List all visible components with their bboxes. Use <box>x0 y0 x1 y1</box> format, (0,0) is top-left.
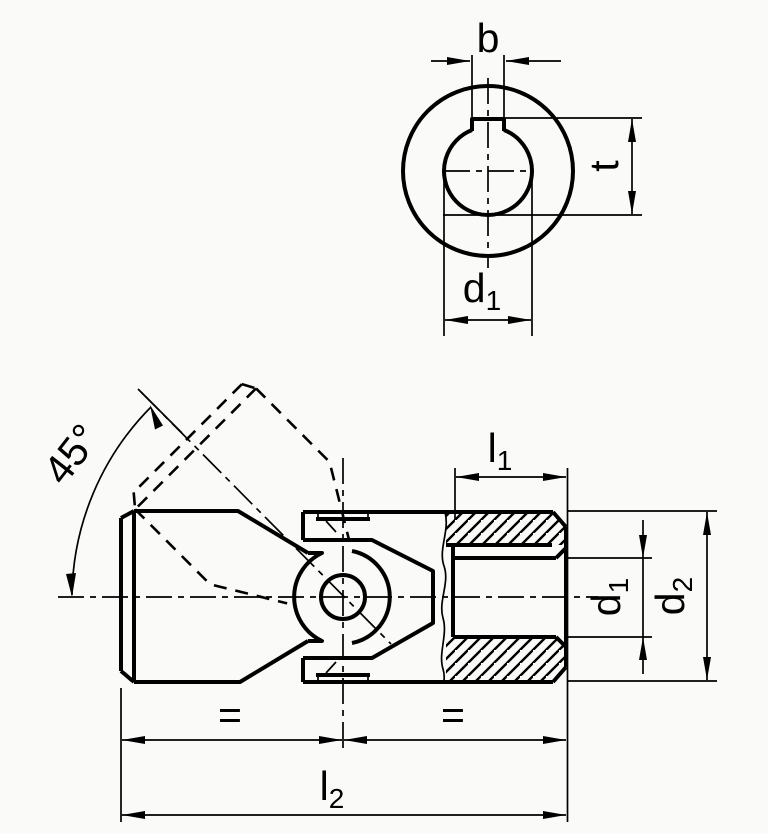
dim-equal-halves: = = <box>120 688 566 822</box>
right-yoke-slot-arc <box>351 549 392 645</box>
ear-slot-bottom <box>316 661 370 682</box>
label-l2-base: l <box>320 763 329 809</box>
side-view: 45° l1 d1 d2 <box>34 377 717 822</box>
arrowhead <box>703 512 711 535</box>
label-l2: l2 <box>320 763 345 814</box>
label-l1-base: l <box>488 425 497 471</box>
arrowhead <box>344 736 367 744</box>
arrowhead <box>122 811 145 819</box>
hub-bore <box>446 543 568 649</box>
arrowhead <box>703 657 711 680</box>
label-l1: l1 <box>488 425 513 476</box>
arrowhead <box>543 811 566 819</box>
label-d1-side-sub: 1 <box>603 578 634 594</box>
dim-l2: l2 <box>122 763 566 819</box>
arrowhead <box>639 535 647 558</box>
arrowhead <box>628 191 636 214</box>
label-45: 45° <box>34 415 108 492</box>
label-d1-side: d1 <box>583 578 634 616</box>
arrowhead <box>319 736 342 744</box>
left-yoke-jaw <box>292 551 324 643</box>
dim-t: t <box>443 117 642 216</box>
label-d1-sub: 1 <box>486 285 502 316</box>
dim-l1: l1 <box>454 425 569 822</box>
arrowhead <box>456 473 479 481</box>
keyway <box>470 117 506 131</box>
arrowhead <box>639 637 647 660</box>
label-t: t <box>581 160 627 172</box>
arrowhead <box>506 57 529 65</box>
label-d2: d2 <box>647 577 698 615</box>
label-d2-base: d <box>647 592 693 615</box>
dim-d2: d2 <box>568 510 717 682</box>
dim-d1-end: d1 <box>443 174 533 336</box>
dim-d1-side: d1 <box>568 520 652 674</box>
label-d1-end: d1 <box>463 265 501 316</box>
break-line <box>440 511 447 683</box>
hatch-bottom <box>446 637 566 682</box>
dim-b: b <box>431 15 561 117</box>
arrowhead <box>150 405 163 430</box>
ear-slot-top <box>316 512 370 533</box>
label-d1-base: d <box>463 265 486 311</box>
arrowhead <box>543 736 566 744</box>
arrowhead <box>445 316 468 324</box>
end-view: b t d1 <box>401 15 642 336</box>
arrowhead <box>122 736 145 744</box>
arrowhead <box>508 316 531 324</box>
arrowhead <box>628 119 636 142</box>
label-l1-sub: 1 <box>497 445 513 476</box>
label-equal-left: = <box>218 692 242 738</box>
label-d2-sub: 2 <box>667 577 698 593</box>
label-l2-sub: 2 <box>329 783 345 814</box>
right-yoke-ear-profile <box>303 538 435 660</box>
hatch-top <box>446 512 566 545</box>
tilted-axis-centerline <box>140 391 392 645</box>
arrowhead <box>543 473 566 481</box>
angle-extension-line <box>137 388 183 434</box>
arrowhead <box>447 57 470 65</box>
label-d1-side-base: d <box>583 593 629 616</box>
hub-outer-circle <box>401 84 575 258</box>
label-equal-right: = <box>441 692 465 738</box>
pin-circle <box>319 573 367 621</box>
arrowhead <box>66 573 76 597</box>
label-b: b <box>477 15 500 61</box>
